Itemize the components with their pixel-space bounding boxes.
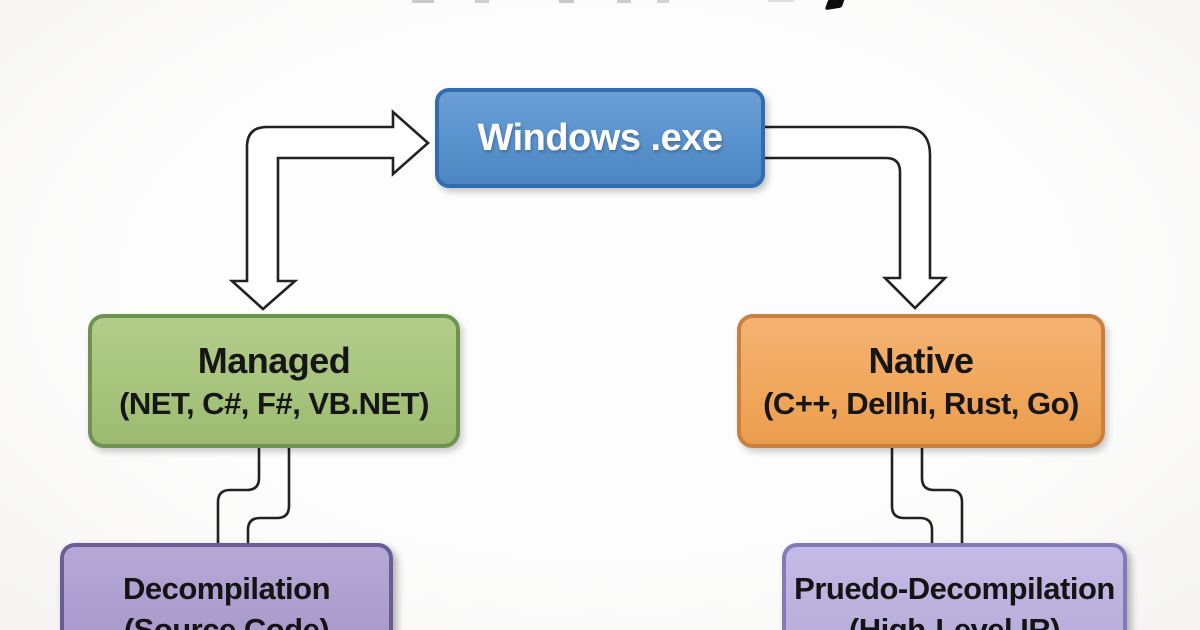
cropped-title-fragment	[617, 0, 631, 3]
node-decompilation: Decompilation (Source Code)	[60, 543, 393, 630]
node-pseudo-decompilation: Pruedo-Decompilation (High-Level IR)	[782, 543, 1127, 630]
band-managed-decompilation	[216, 446, 291, 545]
node-native-subtitle: (C++, Dellhi, Rust, Go)	[763, 386, 1079, 422]
arrow-windows-managed	[228, 109, 430, 311]
cropped-title-fragment	[559, 0, 574, 3]
cropped-title-descender-fragment	[824, 0, 846, 11]
node-pseudo-decompilation-subtitle: (High-Level IR)	[848, 611, 1061, 630]
arrow-windows-native	[765, 125, 949, 310]
node-managed: Managed (NET, C#, F#, VB.NET)	[88, 314, 460, 448]
node-decompilation-title: Decompilation	[122, 571, 331, 606]
cropped-title-fragment	[412, 0, 434, 3]
node-windows-exe: Windows .exe	[435, 88, 765, 188]
node-decompilation-subtitle: (Source Code)	[123, 611, 330, 630]
cropped-title-fragment	[475, 0, 489, 3]
node-managed-title: Managed	[197, 339, 351, 381]
node-windows-exe-label: Windows .exe	[477, 116, 723, 159]
cropped-title-fragment	[657, 0, 669, 3]
node-pseudo-decompilation-title: Pruedo-Decompilation	[794, 571, 1115, 606]
band-native-pseudo	[890, 445, 964, 545]
cropped-title-fragment	[768, 0, 794, 2]
node-managed-subtitle: (NET, C#, F#, VB.NET)	[119, 386, 429, 422]
node-native-title: Native	[868, 339, 974, 381]
node-native: Native (C++, Dellhi, Rust, Go)	[737, 314, 1105, 448]
